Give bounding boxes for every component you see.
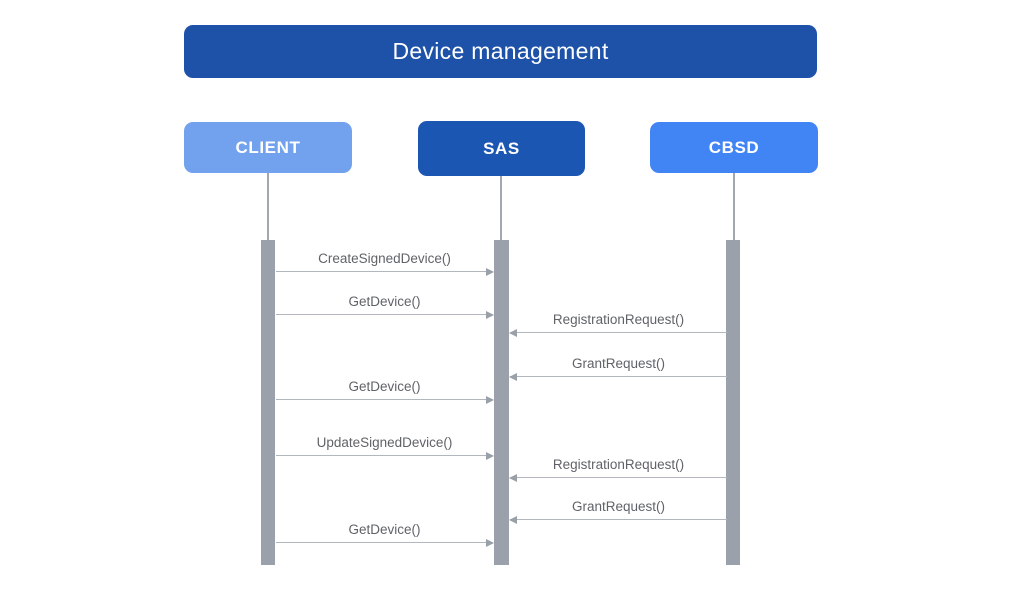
message-get-device-3: GetDevice() <box>276 521 494 547</box>
message-grant-request-1: GrantRequest() <box>509 355 727 381</box>
actor-client: CLIENT <box>184 122 352 173</box>
arrowhead-left-icon <box>509 474 517 482</box>
arrow-line <box>509 474 727 482</box>
arrowhead-right-icon <box>486 452 494 460</box>
actor-cbsd: CBSD <box>650 122 818 173</box>
arrow-line <box>509 329 727 337</box>
message-label: UpdateSignedDevice() <box>316 435 453 450</box>
message-label: RegistrationRequest() <box>552 312 685 327</box>
message-label: GrantRequest() <box>571 499 666 514</box>
message-registration-request-2: RegistrationRequest() <box>509 456 727 482</box>
activation-bar-sas <box>494 240 509 565</box>
message-label: GetDevice() <box>348 522 421 537</box>
diagram-title: Device management <box>184 25 817 78</box>
arrow-line <box>509 516 727 524</box>
arrowhead-right-icon <box>486 396 494 404</box>
arrowhead-left-icon <box>509 373 517 381</box>
message-registration-request-1: RegistrationRequest() <box>509 311 727 337</box>
arrow-line <box>276 268 494 276</box>
message-label: GetDevice() <box>348 294 421 309</box>
message-label: GetDevice() <box>348 379 421 394</box>
arrowhead-right-icon <box>486 311 494 319</box>
message-label: GrantRequest() <box>571 356 666 371</box>
lifeline-cbsd <box>733 173 735 240</box>
arrowhead-right-icon <box>486 539 494 547</box>
message-get-device-2: GetDevice() <box>276 378 494 404</box>
arrow-line <box>276 396 494 404</box>
lifeline-sas <box>500 176 502 240</box>
lifeline-client <box>267 173 269 240</box>
message-label: RegistrationRequest() <box>552 457 685 472</box>
message-label: CreateSignedDevice() <box>318 251 451 266</box>
message-grant-request-2: GrantRequest() <box>509 498 727 524</box>
arrow-line <box>509 373 727 381</box>
arrowhead-left-icon <box>509 329 517 337</box>
arrow-line <box>276 452 494 460</box>
activation-bar-client <box>261 240 275 565</box>
arrow-line <box>276 539 494 547</box>
message-update-signed-device: UpdateSignedDevice() <box>276 434 494 460</box>
arrow-line <box>276 311 494 319</box>
arrowhead-right-icon <box>486 268 494 276</box>
activation-bar-cbsd <box>726 240 740 565</box>
message-get-device-1: GetDevice() <box>276 293 494 319</box>
arrowhead-left-icon <box>509 516 517 524</box>
actor-sas: SAS <box>418 121 585 176</box>
message-create-signed-device: CreateSignedDevice() <box>276 250 494 276</box>
